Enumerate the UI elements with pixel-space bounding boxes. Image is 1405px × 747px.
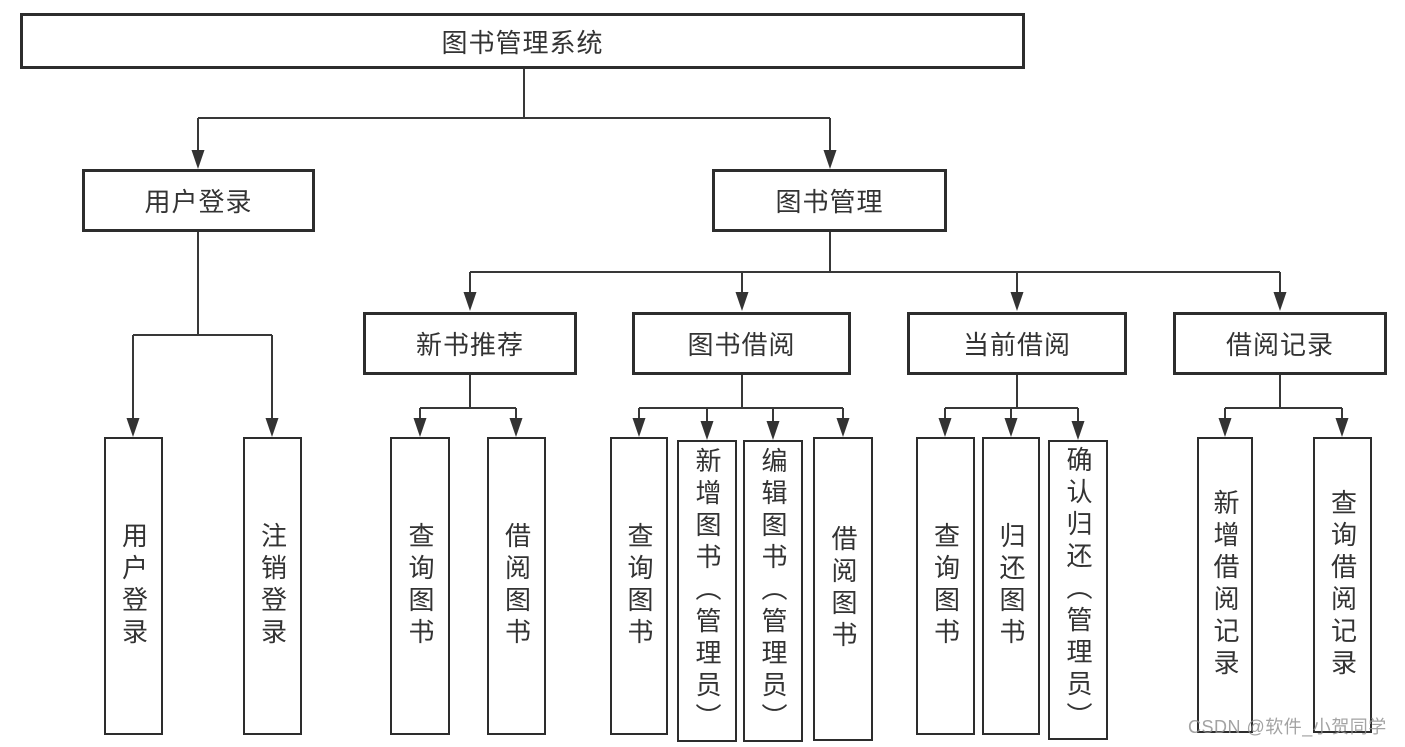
node-label: 查询图书 — [624, 522, 654, 650]
node-current-borrowing: 当前借阅 — [907, 312, 1127, 375]
connector-lines — [132, 69, 1343, 428]
node-leaf-user-login: 用户登录 — [104, 437, 163, 735]
arrowhead-icon — [823, 150, 837, 169]
arrowhead-icon — [191, 150, 205, 169]
node-label: 图书管理系统 — [441, 27, 604, 58]
node-leaf-edit-book-admin: 编辑图书（管理员） — [743, 440, 803, 742]
arrowhead-icon — [766, 421, 780, 440]
arrowhead-icon — [265, 418, 279, 437]
node-book-borrowing: 图书借阅 — [632, 312, 851, 375]
node-book-management: 图书管理 — [712, 169, 947, 232]
arrowhead-icon — [632, 418, 646, 437]
node-label: 图书管理 — [775, 187, 884, 217]
node-leaf-query-books-borrowing: 查询图书 — [610, 437, 668, 735]
arrowhead-icon — [1218, 418, 1232, 437]
node-label: 确认归还（管理员） — [1063, 446, 1093, 734]
arrowhead-icon — [938, 418, 952, 437]
arrowhead-icon — [836, 418, 850, 437]
node-label: 查询借阅记录 — [1327, 489, 1358, 681]
node-leaf-logout: 注销登录 — [243, 437, 302, 735]
watermark: CSDN @软件_小贺同学 — [1188, 717, 1387, 737]
node-label: 用户登录 — [144, 187, 253, 217]
arrowhead-icon — [126, 418, 140, 437]
node-leaf-query-books-current: 查询图书 — [916, 437, 975, 735]
node-label: 借阅图书 — [828, 525, 858, 653]
node-leaf-add-borrow-record: 新增借阅记录 — [1197, 437, 1253, 733]
node-leaf-add-book-admin: 新增图书（管理员） — [677, 440, 737, 742]
arrowhead-icon — [1335, 418, 1349, 437]
node-new-book-recommend: 新书推荐 — [363, 312, 577, 375]
node-label: 用户登录 — [118, 522, 149, 650]
node-label: 新增借阅记录 — [1210, 489, 1240, 681]
node-borrow-records: 借阅记录 — [1173, 312, 1387, 375]
arrowhead-icon — [700, 421, 714, 440]
arrowhead-icon — [1004, 418, 1018, 437]
node-label: 借阅记录 — [1225, 330, 1334, 360]
node-label: 借阅图书 — [501, 522, 532, 650]
arrowhead-icon — [463, 292, 477, 311]
node-leaf-confirm-return-admin: 确认归还（管理员） — [1048, 440, 1108, 740]
arrowhead-icon — [509, 418, 523, 437]
node-label: 查询图书 — [405, 522, 435, 650]
arrowhead-icon — [413, 418, 427, 437]
node-label: 新增图书（管理员） — [692, 447, 722, 735]
node-leaf-query-books-recommend: 查询图书 — [390, 437, 450, 735]
arrowhead-icon — [1010, 292, 1024, 311]
node-leaf-borrow-books-recommend: 借阅图书 — [487, 437, 546, 735]
node-label: 注销登录 — [257, 522, 288, 650]
node-label: 归还图书 — [996, 522, 1026, 650]
node-leaf-return-books: 归还图书 — [982, 437, 1040, 735]
node-label: 查询图书 — [930, 522, 961, 650]
node-label: 图书借阅 — [687, 330, 796, 360]
node-label: 新书推荐 — [415, 330, 524, 360]
node-label: 当前借阅 — [962, 330, 1071, 360]
arrowhead-icon — [1071, 421, 1085, 440]
arrowhead-icon — [1273, 292, 1287, 311]
node-leaf-borrow-books-borrowing: 借阅图书 — [813, 437, 873, 741]
node-library-management-system: 图书管理系统 — [20, 13, 1025, 69]
arrowhead-icon — [735, 292, 749, 311]
node-user-login: 用户登录 — [82, 169, 315, 232]
node-leaf-query-borrow-record: 查询借阅记录 — [1313, 437, 1372, 733]
node-label: 编辑图书（管理员） — [758, 447, 788, 735]
